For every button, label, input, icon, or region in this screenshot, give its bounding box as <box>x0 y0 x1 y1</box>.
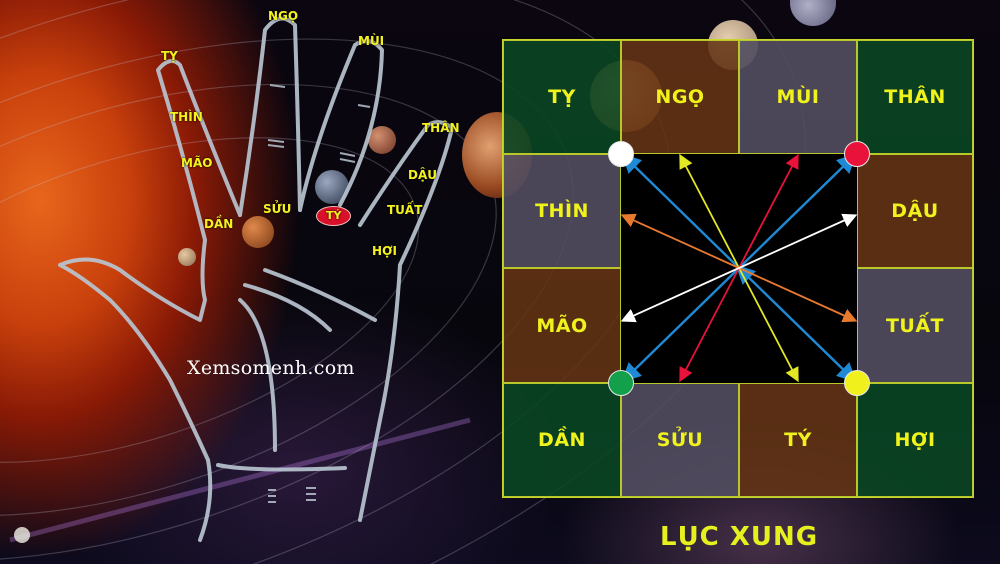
cell-label: DẬU <box>891 200 939 222</box>
cell-ngo: NGỌ <box>621 40 739 154</box>
cell-than: THÂN <box>857 40 973 154</box>
cell-label: DẦN <box>538 429 586 451</box>
cell-ty-snake: TỴ <box>503 40 621 154</box>
hand-label-mui: MÙI <box>358 34 385 48</box>
opposition-arrows <box>621 154 857 383</box>
planet-mars <box>368 126 396 154</box>
cell-label: MÃO <box>536 314 588 337</box>
zodiac-board: TỴ NGỌ MÙI THÂN THÌN DẬU MÃO TUẤT DẦN SỬ… <box>502 39 974 498</box>
corner-marker-red <box>844 141 870 167</box>
planet-mercury <box>178 248 196 266</box>
diagram-title: LỤC XUNG <box>660 522 819 552</box>
cell-label: TỴ <box>548 86 576 108</box>
cell-dau: DẬU <box>857 154 973 268</box>
cell-suu: SỬU <box>621 383 739 497</box>
cell-dan: DẦN <box>503 383 621 497</box>
hand-label-ty-snake: TỴ <box>161 49 178 63</box>
cell-mui: MÙI <box>739 40 857 154</box>
cell-thin: THÌN <box>503 154 621 268</box>
corner-marker-green <box>608 370 634 396</box>
cell-label: THÂN <box>884 86 946 108</box>
cell-ty-rat: TÝ <box>739 383 857 497</box>
hand-label-mao: MÃO <box>181 156 213 170</box>
cell-label: NGỌ <box>655 86 705 108</box>
hand-label-hoi: HỢI <box>372 244 397 258</box>
cell-label: MÙI <box>776 86 820 108</box>
hand-label-ngo: NGỌ <box>268 9 299 23</box>
hand-label-thin: THÌN <box>170 110 203 124</box>
cell-label: TÝ <box>784 429 812 451</box>
hand-label-tuat: TUẤT <box>387 203 423 217</box>
hand-label-than: THÂN <box>422 121 460 135</box>
watermark: Xemsomenh.com <box>187 357 355 379</box>
cell-tuat: TUẤT <box>857 268 973 383</box>
opposition-center <box>621 154 857 383</box>
hand-label-ty-rat-highlight: TÝ <box>316 206 352 226</box>
cell-label: SỬU <box>656 429 704 451</box>
cell-mao: MÃO <box>503 268 621 383</box>
cell-label: HỢI <box>894 429 936 451</box>
hand-label-dan: DẦN <box>204 217 234 231</box>
corner-marker-white <box>608 141 634 167</box>
cell-label: TUẤT <box>885 314 945 337</box>
hand-label-dau: DẬU <box>408 168 437 182</box>
cell-label: THÌN <box>535 200 589 222</box>
planet-venus <box>242 216 274 248</box>
corner-marker-yellow <box>844 370 870 396</box>
hand-label-suu: SỬU <box>263 202 292 216</box>
arrow-ty-hoi <box>621 154 757 285</box>
cell-hoi: HỢI <box>857 383 973 497</box>
